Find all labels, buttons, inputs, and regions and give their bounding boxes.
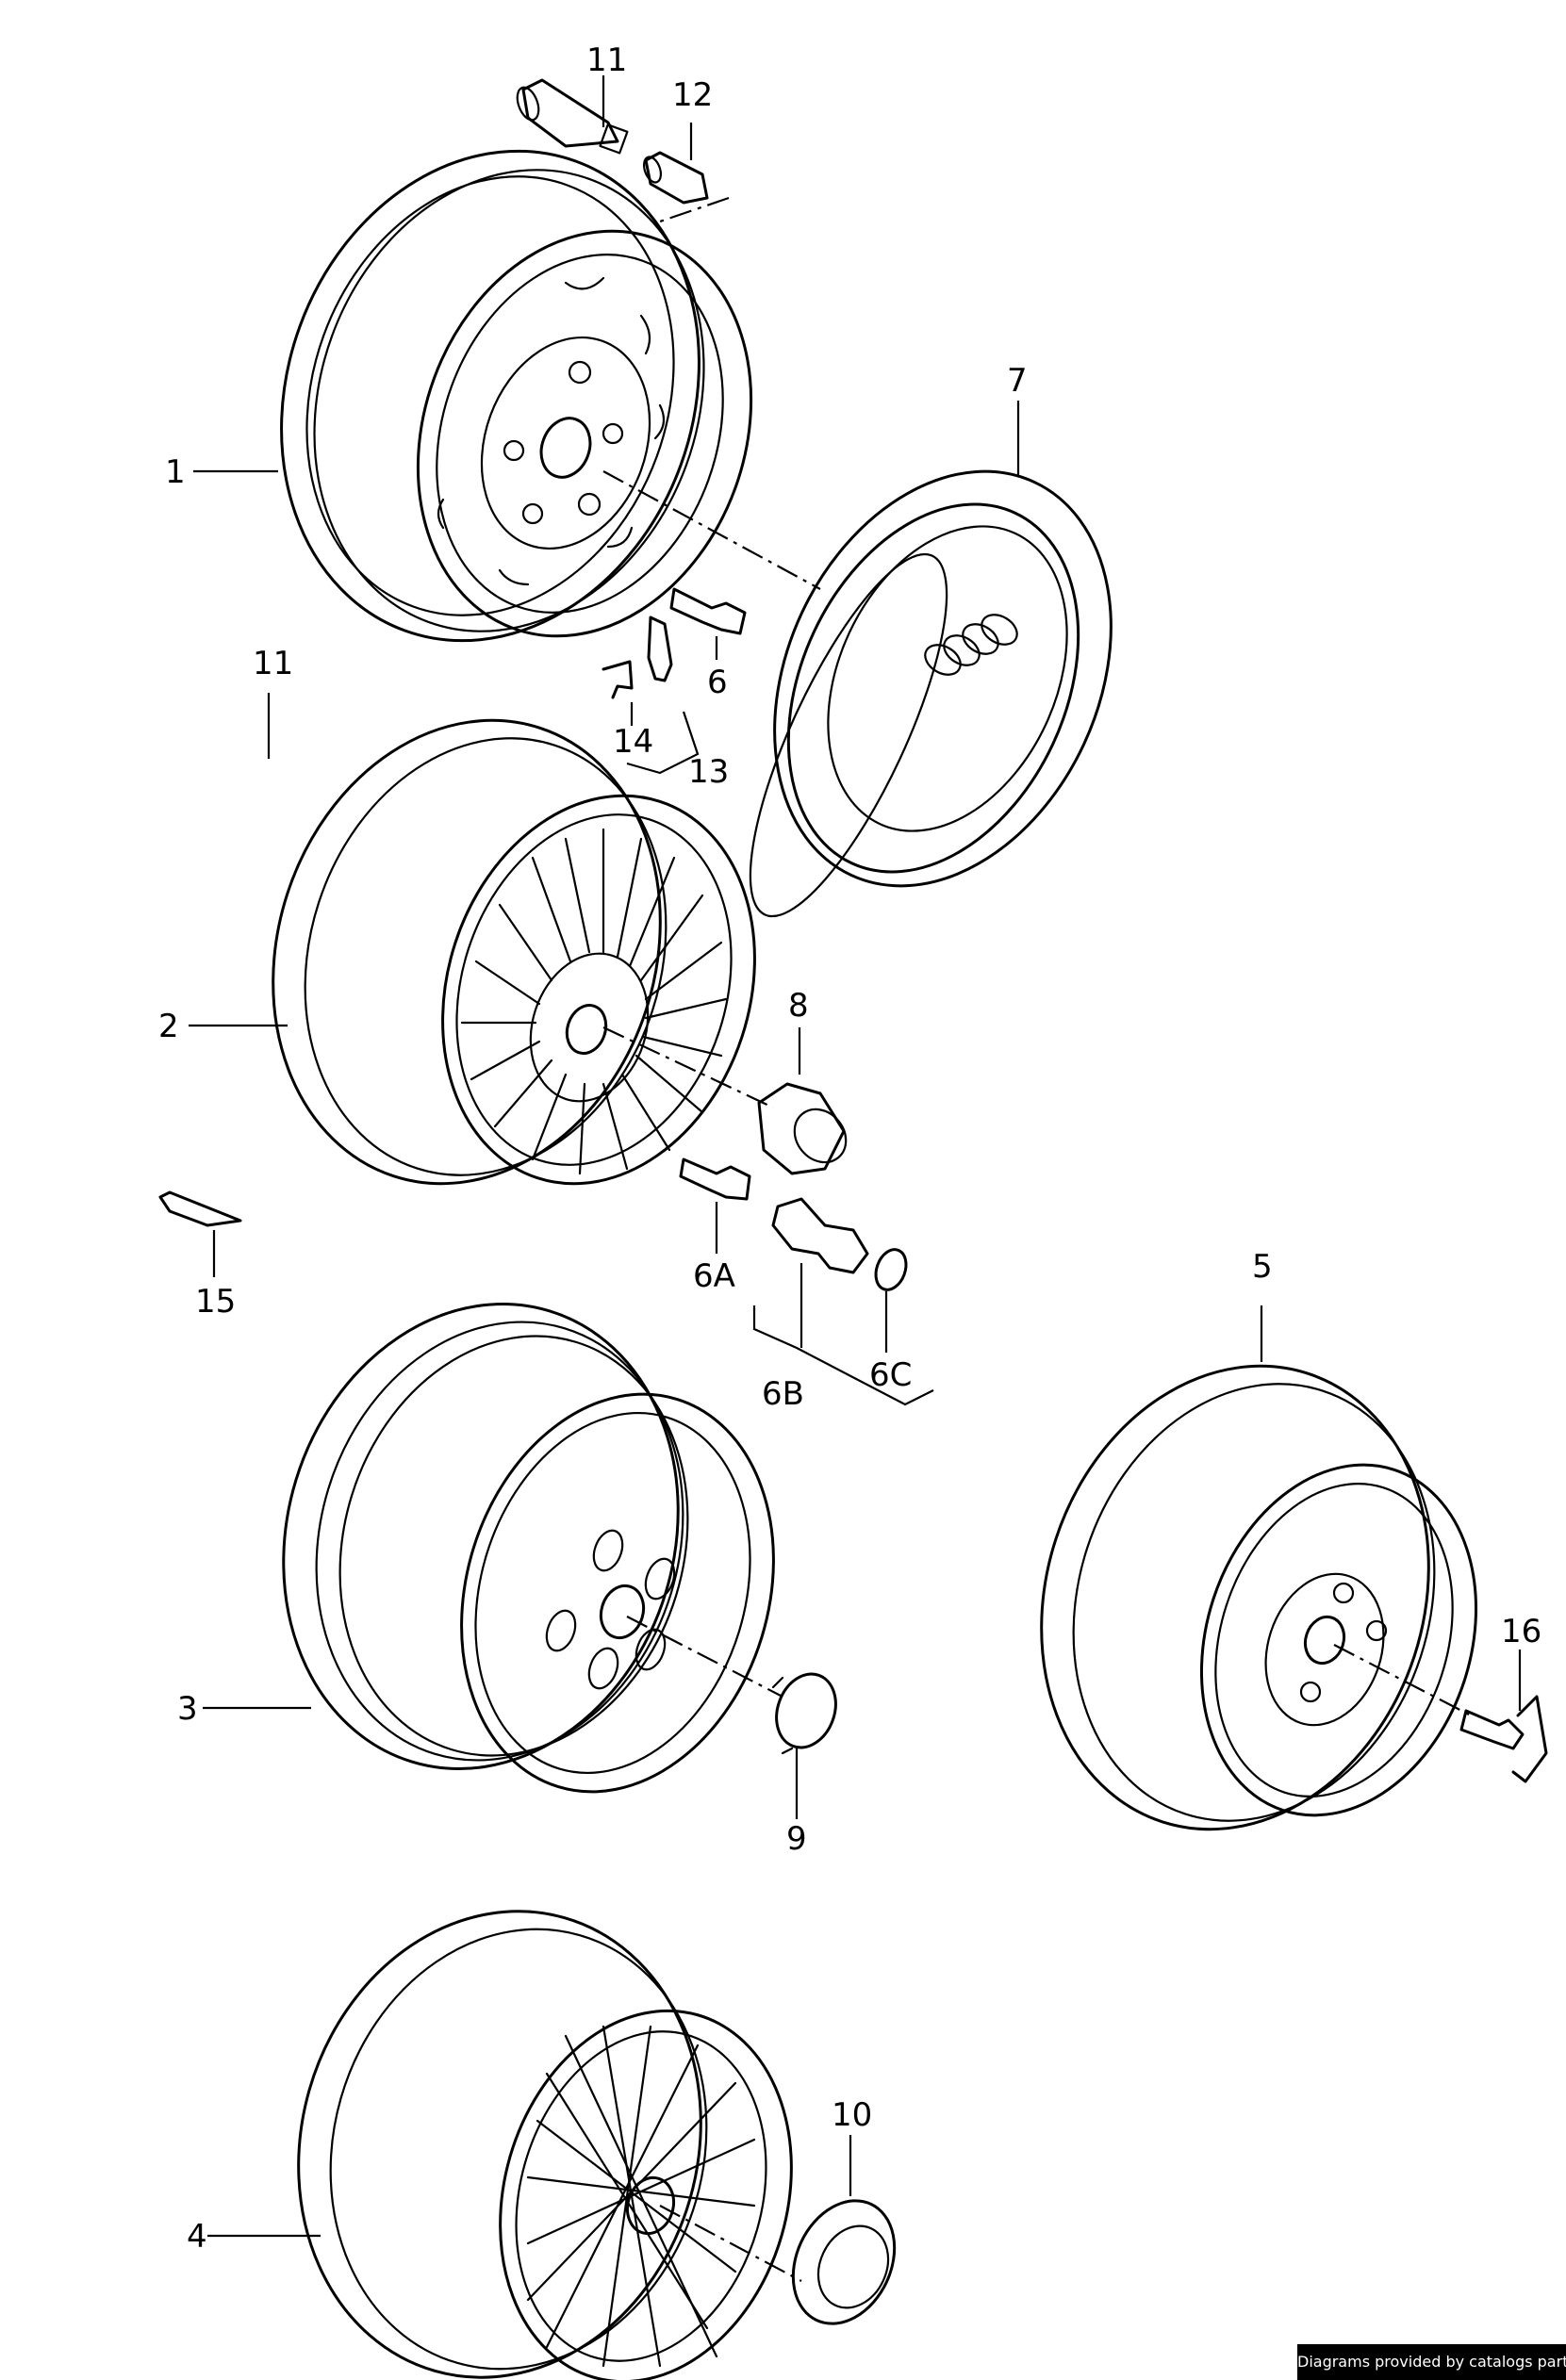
wheel-5 — [1040, 1364, 1478, 1831]
bolt-6A — [679, 1157, 751, 1201]
credit-badge: Diagrams provided by catalogs parts — [1297, 2344, 1566, 2380]
lock-6B — [771, 1197, 869, 1274]
bolt-6 — [669, 587, 747, 635]
callout-2: 2 — [158, 1008, 179, 1045]
center-cap-8 — [757, 1082, 848, 1175]
callout-6A: 6A — [693, 1257, 735, 1295]
callout-11-top: 11 — [586, 41, 627, 79]
center-cap-10 — [791, 2199, 897, 2325]
callout-12: 12 — [672, 76, 713, 114]
callout-6B: 6B — [762, 1375, 804, 1413]
cap-6C — [874, 1248, 908, 1291]
valve-cap-12 — [642, 151, 709, 205]
hubcap-7 — [749, 469, 1113, 918]
callout-7: 7 — [1007, 362, 1028, 400]
callout-3: 3 — [177, 1690, 198, 1728]
callout-1: 1 — [165, 453, 186, 491]
center-cap-9 — [771, 1672, 837, 1755]
wheel-1 — [280, 149, 753, 643]
callout-5: 5 — [1252, 1248, 1273, 1286]
callout-6C: 6C — [869, 1356, 912, 1394]
balance-weight-15 — [158, 1190, 242, 1227]
wing-bolt-16 — [1459, 1695, 1548, 1783]
callout-15: 15 — [195, 1283, 236, 1321]
valve-stem-11-top — [516, 78, 629, 155]
callout-13: 13 — [688, 753, 729, 791]
callout-11-mid: 11 — [253, 645, 293, 682]
callout-16: 16 — [1501, 1613, 1541, 1650]
callout-10: 10 — [832, 2096, 872, 2134]
clip-13 — [647, 616, 673, 682]
clip-14 — [602, 660, 634, 699]
callout-8: 8 — [788, 987, 809, 1025]
leader-lines — [189, 75, 1522, 2238]
callout-4: 4 — [187, 2218, 207, 2256]
wheel-4 — [297, 1910, 793, 2380]
callout-9: 9 — [786, 1820, 807, 1858]
callout-6: 6 — [707, 664, 728, 701]
wheel-2 — [272, 718, 756, 1186]
callout-14: 14 — [613, 723, 653, 761]
callout-labels: 1 2 3 4 5 6 6A 6B 6C 7 8 9 10 11 11 12 1… — [158, 41, 1541, 2256]
wheel-3 — [282, 1303, 775, 1794]
